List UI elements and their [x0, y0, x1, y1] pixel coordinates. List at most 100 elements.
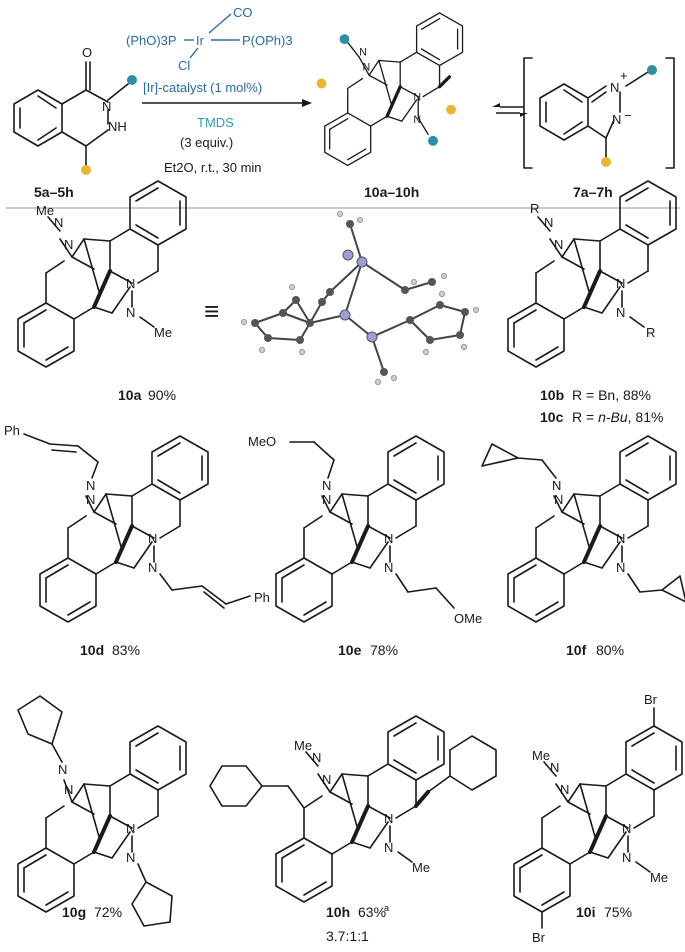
phenyl-label: Ph	[254, 590, 270, 605]
methyl-label: Me	[532, 748, 550, 763]
n-label: N	[554, 237, 563, 252]
catalyst-metal: Ir	[196, 33, 205, 48]
intermediate-compound-label: 7a–7h	[573, 184, 613, 200]
n-label: N	[126, 305, 135, 320]
n-label: N	[58, 762, 67, 777]
n-label: N	[126, 821, 135, 836]
product-general-structure: N N N N	[316, 11, 465, 168]
equilibrium-arrows	[492, 103, 528, 117]
methyl-label: Me	[36, 203, 54, 218]
n-label: N	[86, 492, 95, 507]
n-label: N	[616, 305, 625, 320]
yield-10f: 80%	[596, 642, 624, 658]
label-10g: 10g	[62, 904, 86, 920]
n-label: N	[554, 492, 563, 507]
methyl-label: Me	[154, 325, 172, 340]
n-label: N	[622, 850, 631, 865]
substituent-10b: R = Bn, 88%	[572, 387, 651, 403]
intermediate-structure: N + N − 7a–7h	[523, 57, 675, 200]
carbonyl-oxygen-label: O	[82, 45, 92, 60]
methoxy-label: MeO	[248, 434, 276, 449]
ratio-10h: 3.7:1:1	[326, 928, 369, 944]
methyl-label: Me	[412, 860, 430, 875]
n-label: N	[560, 782, 569, 797]
catalyst-chloride: Cl	[178, 58, 190, 73]
amide-n-minus: N	[612, 112, 621, 127]
starting-material-structure: O N NH 5a–5h	[13, 45, 137, 200]
product-compound-label: 10a–10h	[364, 184, 419, 200]
catalyst-co: CO	[233, 5, 253, 20]
n-label: N	[552, 478, 561, 493]
n-label: N	[384, 531, 393, 546]
compound-10a: N N N N Me Me	[16, 179, 188, 369]
product-n3: N	[413, 114, 421, 126]
n-label: N	[616, 276, 625, 291]
r-group-label: R	[530, 201, 539, 216]
n-label: N	[322, 478, 331, 493]
compound-10i: N N N N Me Me Br Br	[512, 692, 684, 945]
compound-10e: N N N N MeO OMe	[248, 434, 482, 626]
n-label: N	[64, 782, 73, 797]
substituent-10c: R = n-Bu, 81%	[572, 409, 663, 425]
reductant-text: TMDS	[197, 115, 234, 130]
n-label: N	[148, 560, 157, 575]
label-10b: 10b	[540, 387, 564, 403]
reductant-equiv-text: (3 equiv.)	[180, 135, 233, 150]
n-label: N	[550, 760, 559, 775]
yield-10e: 78%	[370, 642, 398, 658]
amide-nitrogen-label: N	[102, 99, 111, 114]
reaction-conditions: [Ir]-catalyst (1 mol%) TMDS (3 equiv.) E…	[142, 80, 312, 175]
methoxy-label: OMe	[454, 611, 482, 626]
methyl-label: Me	[650, 870, 668, 885]
r2-substituent-dot	[81, 165, 91, 175]
footnote-marker-10h: a	[384, 903, 389, 913]
n-label: N	[384, 840, 393, 855]
product-n1: N	[362, 61, 370, 73]
label-10i: 10i	[576, 904, 595, 920]
label-10c: 10c	[540, 409, 564, 425]
n-label: N	[616, 531, 625, 546]
yield-10i: 75%	[604, 904, 632, 920]
n-label: N	[322, 772, 331, 787]
bromo-label: Br	[644, 692, 658, 707]
catalyst-ligand-right: P(OPh)3	[242, 33, 293, 48]
catalyst-ligand-left: (PhO)3P	[126, 33, 177, 48]
compound-10d: N N N N Ph Ph	[4, 423, 270, 624]
label-10f: 10f	[566, 642, 587, 658]
n-label: N	[616, 560, 625, 575]
plus-charge: +	[620, 68, 628, 83]
nh-label: NH	[108, 119, 127, 134]
methyl-label: Me	[294, 738, 312, 753]
n-label: N	[544, 215, 553, 230]
product-n2: N	[413, 92, 421, 104]
n-label: N	[384, 811, 393, 826]
n-label: N	[384, 560, 393, 575]
product-n4: N	[359, 47, 367, 59]
compound-10f: N N N N	[481, 434, 685, 624]
label-10e: 10e	[338, 642, 362, 658]
sm-compound-label: 5a–5h	[34, 184, 74, 200]
yield-10d: 83%	[112, 642, 140, 658]
yield-10g: 72%	[94, 904, 122, 920]
n-label: N	[126, 276, 135, 291]
yield-10h: 63%	[358, 904, 386, 920]
minus-charge: −	[624, 108, 632, 123]
solvent-text: Et2O, r.t., 30 min	[164, 160, 262, 175]
r-group-label: R	[646, 325, 655, 340]
catalyst-structure: (PhO)3P Ir CO P(OPh)3 Cl	[126, 5, 293, 73]
n-label: N	[64, 237, 73, 252]
n-label: N	[54, 215, 63, 230]
n-label: N	[312, 750, 321, 765]
catalyst-loading-text: [Ir]-catalyst (1 mol%)	[143, 80, 262, 95]
phenyl-label: Ph	[4, 423, 20, 438]
compound-10g: N N N N	[16, 695, 188, 927]
label-10h: 10h	[326, 904, 350, 920]
n-label: N	[622, 821, 631, 836]
n-label: N	[126, 850, 135, 865]
n-label: N	[148, 531, 157, 546]
n-label: N	[86, 478, 95, 493]
r1-substituent-dot	[127, 75, 137, 85]
iminium-n: N	[610, 80, 619, 95]
label-10d: 10d	[80, 642, 104, 658]
